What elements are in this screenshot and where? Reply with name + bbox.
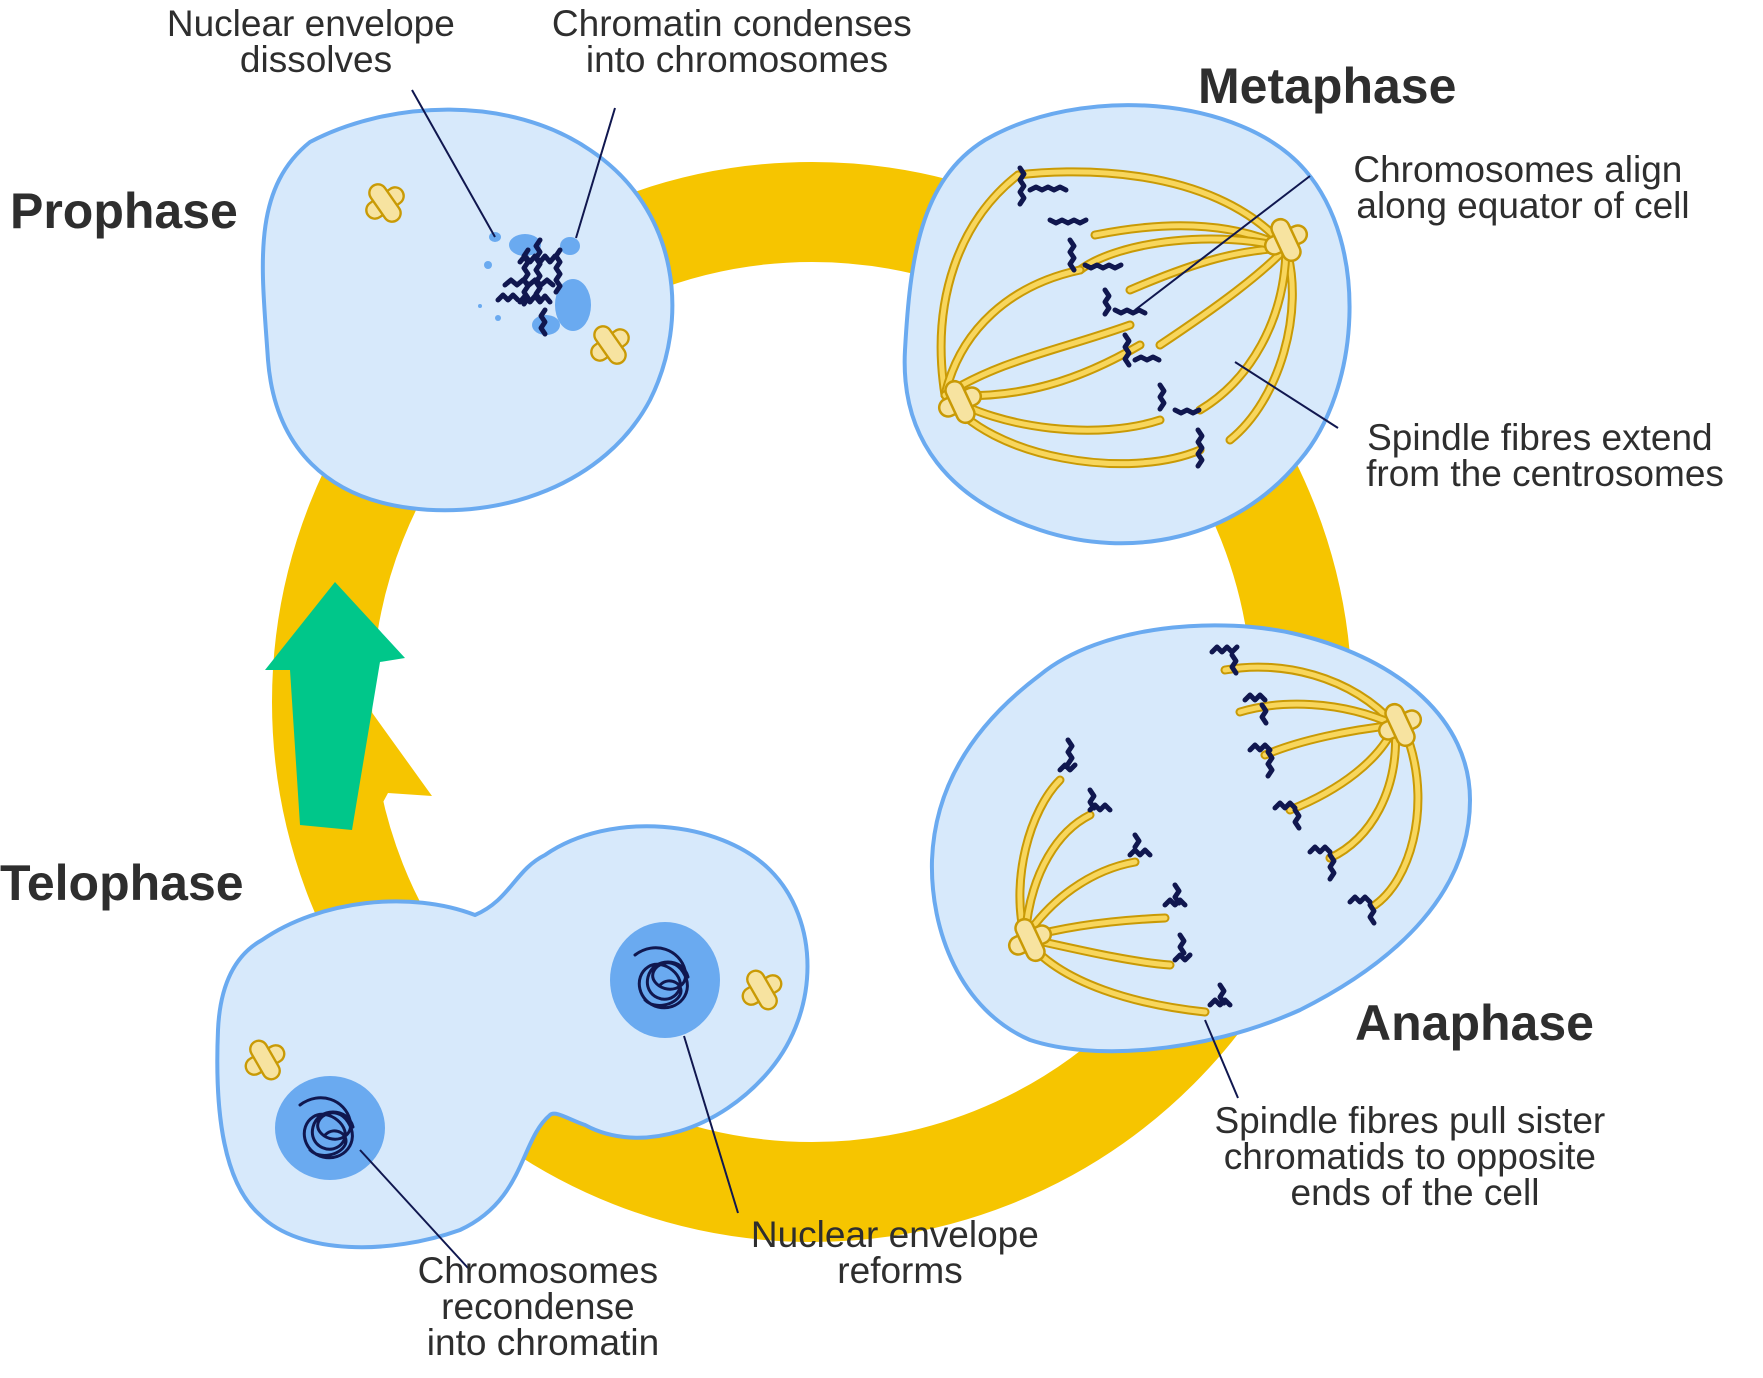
prophase-cell [260, 107, 675, 513]
metaphase-cell [902, 103, 1352, 546]
anaphase-chromatids [1057, 644, 1377, 1008]
leader-chromosomes-align [1134, 175, 1311, 311]
leader-chromosomes-recondense [359, 1149, 469, 1269]
leader-spindle-fibres-extend [1234, 361, 1339, 429]
leader-nuclear-envelope-dissolves [411, 89, 496, 238]
phase-label-metaphase: Metaphase [1198, 58, 1456, 114]
dissolving-nuclear-envelope [478, 232, 591, 335]
cycle-direction-arrows [265, 582, 432, 860]
telophase-nucleus-right [610, 922, 720, 1038]
leader-nuclear-envelope-reforms [683, 1035, 739, 1214]
start-arrow-green [265, 582, 405, 830]
condensing-chromosomes [495, 237, 563, 337]
phase-label-telophase: Telophase [0, 855, 244, 911]
annotation-chromosomes-recondense: Chromosomes recondense into chromatin [418, 1250, 669, 1363]
leader-lines [359, 89, 1339, 1269]
annotation-chromatin-condenses: Chromatin condenses into chromosomes [552, 3, 922, 80]
annotation-nuclear-envelope-reforms: Nuclear envelope reforms [751, 1214, 1049, 1291]
leader-chromatin-condenses [575, 107, 616, 239]
annotation-nuclear-envelope-dissolves: Nuclear envelope dissolves [167, 3, 465, 80]
annotation-chromosomes-align: Chromosomes align along equator of cell [1353, 149, 1692, 226]
phase-label-prophase: Prophase [10, 183, 238, 239]
annotation-spindle-fibres-pull: Spindle fibres pull sister chromatids to… [1214, 1100, 1615, 1213]
telophase-nucleus-left [275, 1076, 385, 1180]
leader-spindle-fibres-pull [1204, 1019, 1239, 1099]
anaphase-cell [929, 623, 1473, 1054]
metaphase-aligned-chromosomes [1017, 165, 1205, 469]
annotation-spindle-fibres-extend: Spindle fibres extend from the centrosom… [1366, 417, 1724, 494]
phase-label-anaphase: Anaphase [1355, 995, 1594, 1051]
telophase-cell [215, 824, 810, 1250]
